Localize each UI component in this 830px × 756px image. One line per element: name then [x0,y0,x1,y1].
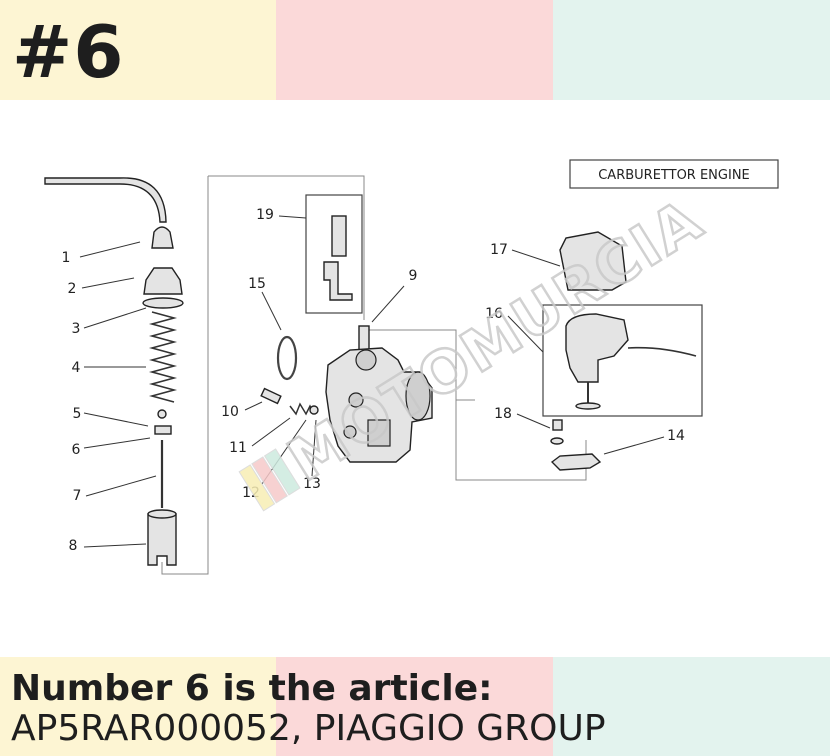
callout-10: 10 [221,404,239,420]
callout-2: 2 [68,281,77,297]
part-6-retainer [154,425,172,435]
carburettor-exploded-diagram: CARBURETTOR ENGINE 1 2 3 4 5 6 7 8 9 10 … [44,159,779,575]
callout-16: 16 [485,306,503,322]
engine-type-label: CARBURETTOR ENGINE [598,168,750,183]
part-10-screw [260,387,282,405]
caption-article-number: AP5RAR000052, PIAGGIO GROUP [11,708,606,749]
callout-11: 11 [229,440,247,456]
part-8-slide [147,513,177,566]
callout-4: 4 [72,360,81,376]
part-13-washer [309,405,319,415]
engine-type-box [569,159,779,189]
callout-17: 17 [490,242,508,258]
callout-6: 6 [72,442,81,458]
part-16-box [542,304,703,417]
part-19-box [305,194,363,314]
callout-5: 5 [73,406,82,422]
part-18-screw [552,419,563,431]
part-19-sensor [331,215,347,257]
part-3-washer [142,297,184,309]
part-5-clip [157,409,167,419]
bottom-color-band [0,657,830,756]
part-4-spring [148,311,178,403]
throttle-cable [44,177,167,223]
callout-13: 13 [303,476,321,492]
callout-9: 9 [409,268,418,284]
part-2-cap-nut [143,267,183,295]
part-14-clamp [550,453,602,471]
part-16-choke-valve [565,313,629,383]
caption-heading: Number 6 is the article: [11,668,493,709]
callout-18: 18 [494,406,512,422]
callout-1: 1 [62,250,71,266]
callout-3: 3 [72,321,81,337]
part-1-cable-cap [151,226,174,249]
page-title: #6 [12,10,125,94]
callout-7: 7 [73,488,82,504]
callout-19: 19 [256,207,274,223]
callout-15: 15 [248,276,266,292]
callout-14: 14 [667,428,685,444]
part-17-cover [559,231,627,291]
part-15-o-ring [276,335,298,381]
callout-8: 8 [69,538,78,554]
top-color-band [0,0,830,100]
